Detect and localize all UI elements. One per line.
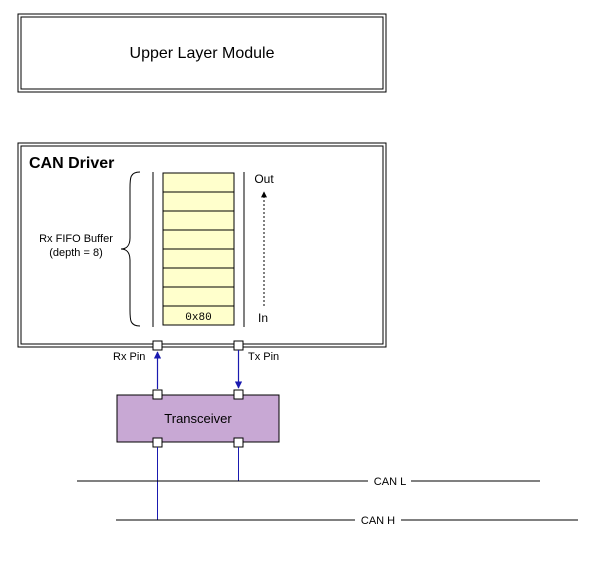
fifo-label: Rx FIFO Buffer <box>39 233 113 245</box>
fifo-slot <box>162 305 235 326</box>
can-l-bus: CAN L <box>77 476 540 488</box>
fifo-slot <box>162 210 235 231</box>
rx-pin-transceiver-top <box>152 389 163 400</box>
upper-layer-module-label: Upper Layer Module <box>130 45 275 62</box>
can-h-label: CAN H <box>361 515 395 527</box>
tx-pin-driver <box>233 340 244 351</box>
can-h-bus: CAN H <box>116 515 578 527</box>
fifo-buffer: 0x80 <box>162 172 235 326</box>
fifo-slot <box>162 172 235 193</box>
can-driver-title: CAN Driver <box>29 155 114 172</box>
tx-pin-transceiver-top <box>233 389 244 400</box>
upper-layer-module: Upper Layer Module <box>17 13 387 93</box>
fifo-depth-label: (depth = 8) <box>49 247 103 259</box>
transceiver: Transceiver <box>116 394 280 443</box>
transceiver-label: Transceiver <box>164 411 232 426</box>
rx-pin-label: Rx Pin <box>113 351 145 363</box>
fifo-in-label: In <box>258 311 268 325</box>
fifo-slot <box>162 248 235 269</box>
fifo-out-label: Out <box>254 172 274 186</box>
fifo-slot <box>162 286 235 307</box>
fifo-slot <box>162 229 235 250</box>
fifo-slot-value: 0x80 <box>185 312 211 324</box>
fifo-slot <box>162 191 235 212</box>
tx-pin-label: Tx Pin <box>248 351 279 363</box>
fifo-brace <box>120 171 141 327</box>
canl-pin-transceiver <box>233 437 244 448</box>
canh-pin-transceiver <box>152 437 163 448</box>
fifo-slot <box>162 267 235 288</box>
can-l-label: CAN L <box>374 476 406 488</box>
rx-pin-driver <box>152 340 163 351</box>
